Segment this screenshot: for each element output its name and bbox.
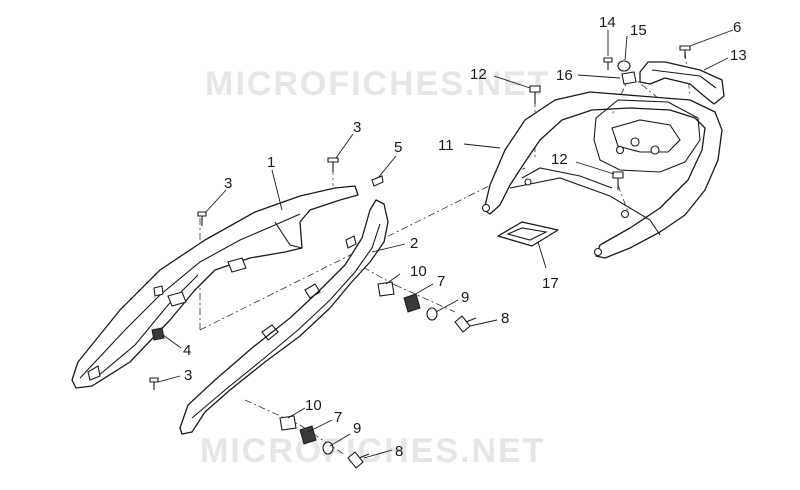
callout-6: 6 (733, 19, 741, 36)
watermark-top: MICROFICHES.NET (205, 65, 550, 103)
rear-bracket (639, 61, 725, 105)
callout-labels: 1 2 3 3 3 4 5 6 7 7 8 8 9 9 10 10 11 12 … (183, 14, 747, 460)
leader-lines (157, 29, 734, 459)
callout-13: 13 (730, 47, 747, 64)
callout-8-upper: 8 (501, 310, 509, 327)
left-side-panel (71, 185, 359, 389)
callout-12-upper: 12 (470, 66, 487, 83)
side-fairing (179, 199, 389, 435)
rear-frame (481, 91, 723, 259)
callout-7-upper: 7 (437, 273, 445, 290)
callout-9-lower: 9 (353, 420, 361, 437)
callout-3-lower: 3 (184, 367, 192, 384)
callout-7-lower: 7 (334, 409, 342, 426)
callout-3-upper-left: 3 (224, 175, 232, 192)
callout-10-upper: 10 (410, 263, 427, 280)
callout-12-lower: 12 (551, 151, 568, 168)
callout-4: 4 (183, 342, 191, 359)
callout-1: 1 (267, 154, 275, 171)
callout-10-lower: 10 (305, 397, 322, 414)
callout-16: 16 (556, 67, 573, 84)
callout-5: 5 (394, 139, 402, 156)
hardware (149, 45, 691, 469)
callout-15: 15 (630, 22, 647, 39)
callout-8-lower: 8 (395, 443, 403, 460)
callout-11: 11 (438, 137, 454, 154)
callout-2: 2 (410, 235, 418, 252)
callout-17: 17 (542, 275, 559, 292)
callout-3-upper: 3 (353, 119, 361, 136)
watermark-bottom: MICROFICHES.NET (200, 432, 545, 470)
callout-9-upper: 9 (461, 289, 469, 306)
callout-14: 14 (599, 14, 616, 31)
rubber-pad (497, 221, 559, 247)
